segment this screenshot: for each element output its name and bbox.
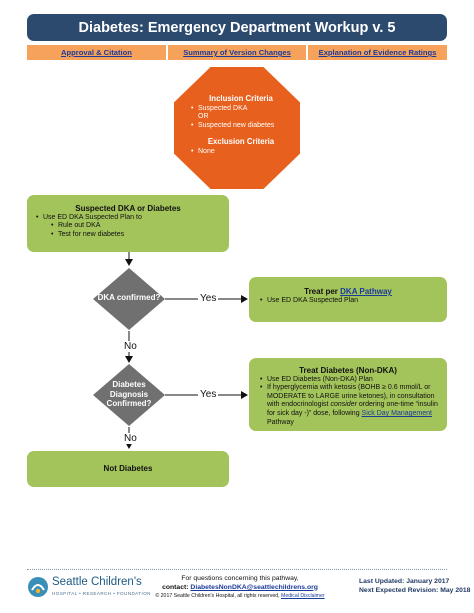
suspected-dka-box: Suspected DKA or Diabetes Use ED DKA Sus… xyxy=(27,195,229,252)
inclusion-item-new-diabetes: Suspected new diabetes xyxy=(186,122,296,131)
footer-questions: For questions concerning this pathway, xyxy=(181,575,299,582)
treat-non-dka-title: Treat Diabetes (Non-DKA) xyxy=(299,366,397,375)
exclusion-item-none: None xyxy=(186,148,296,157)
treat-dka-item: Use ED DKA Suspected Plan xyxy=(257,297,439,306)
edge-label-yes-2: Yes xyxy=(198,389,219,400)
logo-mark-icon xyxy=(28,577,48,597)
non-dka-ketosis-text-c: Pathway xyxy=(267,418,294,426)
inclusion-criteria-octagon: Inclusion Criteria Suspected DKA OR Susp… xyxy=(174,67,300,189)
footer-next-revision: Next Expected Revision: May 2018 xyxy=(359,587,471,594)
logo-name: Seattle Children's xyxy=(52,576,142,588)
medical-disclaimer-link[interactable]: Medical Disclaimer xyxy=(281,593,325,600)
decision2-line2: Diagnosis xyxy=(109,389,149,399)
treat-non-dka-box: Treat Diabetes (Non-DKA) Use ED Diabetes… xyxy=(249,358,447,431)
dka-pathway-link[interactable]: DKA Pathway xyxy=(340,287,392,296)
footer-last-updated: Last Updated: January 2017 xyxy=(359,578,450,585)
inclusion-title: Inclusion Criteria xyxy=(209,94,273,103)
non-dka-consider: consider xyxy=(330,401,357,409)
non-dka-item-plan: Use ED Diabetes (Non-DKA) Plan xyxy=(257,376,439,385)
suspected-box-title: Suspected DKA or Diabetes xyxy=(75,204,181,213)
footer-contact-prefix: contact: xyxy=(162,583,191,591)
decision-diamond-1 xyxy=(93,268,165,330)
sick-day-management-link[interactable]: Sick Day Management xyxy=(361,409,432,417)
edge-label-no-2: No xyxy=(123,433,138,444)
tab-evidence-ratings[interactable]: Explanation of Evidence Ratings xyxy=(308,45,447,60)
treat-dka-box: Treat per DKA Pathway Use ED DKA Suspect… xyxy=(249,277,447,322)
page-title: Diabetes: Emergency Department Workup v.… xyxy=(27,14,447,41)
decision2-line3: Confirmed? xyxy=(106,399,152,408)
inclusion-item-dka: Suspected DKA xyxy=(186,105,296,114)
suspected-sub-rule-out: Rule out DKA xyxy=(33,222,223,231)
tab-summary-version-changes[interactable]: Summary of Version Changes xyxy=(168,45,306,60)
suspected-item-plan: Use ED DKA Suspected Plan to xyxy=(33,214,223,223)
footer-copyright: © 2017 Seattle Children's Hospital, all … xyxy=(155,593,282,600)
not-diabetes-box: Not Diabetes xyxy=(27,451,229,487)
suspected-sub-test-new: Test for new diabetes xyxy=(33,231,223,240)
decision2-line1: Diabetes xyxy=(112,380,146,389)
inclusion-or: OR xyxy=(198,113,209,121)
footer-revision-info: Last Updated: January 2017 Next Expected… xyxy=(359,577,470,595)
non-dka-ketosis-text-b: ordering one-time “insulin for sick day … xyxy=(267,401,438,417)
tab-approval-citation[interactable]: Approval & Citation xyxy=(27,45,166,60)
footer-contact-line: contact: DiabetesNonDKA@seattlechildrens… xyxy=(145,584,335,593)
not-diabetes-label: Not Diabetes xyxy=(103,463,153,473)
logo-tagline: HOSPITAL • RESEARCH • FOUNDATION xyxy=(52,591,151,596)
exclusion-title: Exclusion Criteria xyxy=(207,137,275,147)
treat-dka-title-prefix: Treat per xyxy=(304,287,341,296)
decision1-label: DKA confirmed? xyxy=(97,293,161,302)
decision-diamond-2 xyxy=(93,364,165,426)
seattle-childrens-logo: Seattle Children's HOSPITAL • RESEARCH •… xyxy=(27,574,150,602)
decision2-label: Diabetes Diagnosis Confirmed? xyxy=(93,380,165,409)
edge-label-yes-1: Yes xyxy=(198,293,219,304)
non-dka-item-ketosis: If hyperglycemia with ketosis (BOHB ≥ 0.… xyxy=(257,384,439,427)
footer-divider xyxy=(27,569,447,570)
footer-contact: For questions concerning this pathway, c… xyxy=(145,575,335,601)
treat-dka-title: Treat per DKA Pathway xyxy=(257,287,439,297)
footer-copyright-line: © 2017 Seattle Children's Hospital, all … xyxy=(145,592,335,601)
non-dka-ketosis-text-a: If hyperglycemia with ketosis (BOHB ≥ 0.… xyxy=(267,384,435,409)
contact-email-link[interactable]: DiabetesNonDKA@seattlechildrens.org xyxy=(190,583,318,591)
edge-label-no-1: No xyxy=(123,341,138,352)
